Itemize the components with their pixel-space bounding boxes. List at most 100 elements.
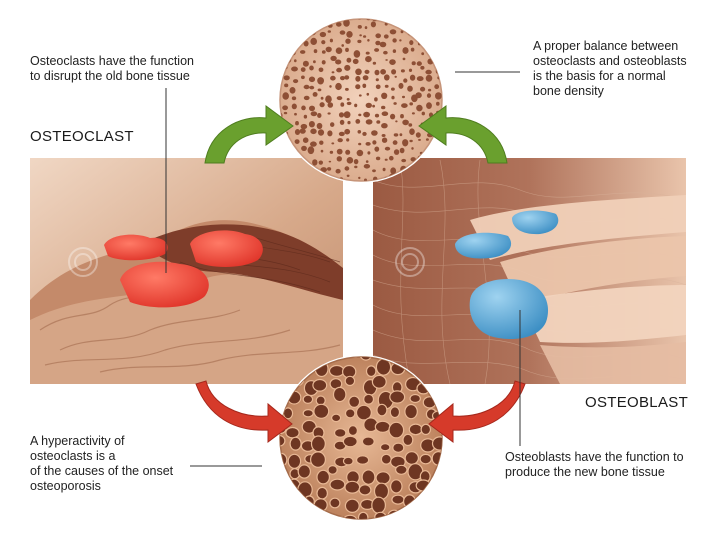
- bone-pore: [436, 148, 442, 153]
- bone-pore: [269, 469, 279, 480]
- bone-pore: [321, 60, 326, 65]
- bone-pore: [431, 436, 442, 451]
- bone-pore: [389, 29, 397, 35]
- osteoclast-heading: OSTEOCLAST: [30, 128, 134, 145]
- bone-pore: [422, 512, 439, 519]
- bone-pore: [356, 149, 364, 157]
- red-arrow-left: [195, 380, 293, 443]
- bone-pore: [358, 113, 362, 117]
- bone-pore: [352, 58, 359, 65]
- bone-pore: [357, 39, 362, 44]
- bone-pore: [416, 61, 422, 66]
- bone-pore: [294, 12, 299, 18]
- normal-bone-density-circle: [272, 12, 444, 183]
- bone-pore: [389, 390, 406, 404]
- bone-pore: [372, 169, 376, 173]
- bone-pore: [303, 95, 310, 101]
- bone-pore: [280, 32, 281, 37]
- bone-pore: [335, 47, 343, 54]
- bone-pore: [401, 158, 407, 163]
- bone-pore: [327, 465, 338, 475]
- bone-pore: [389, 59, 396, 65]
- bone-pore: [418, 138, 421, 141]
- bone-pore: [420, 12, 424, 16]
- bone-pore: [367, 151, 371, 155]
- bone-pore: [336, 148, 343, 155]
- bone-pore: [287, 453, 302, 469]
- bone-pore: [355, 75, 361, 82]
- bone-pore: [420, 65, 425, 70]
- bone-pore: [295, 121, 299, 126]
- bone-pore: [285, 426, 300, 439]
- bone-pore: [354, 165, 358, 169]
- bone-pore: [390, 113, 396, 120]
- bone-pore: [381, 134, 386, 137]
- bone-pore: [319, 31, 327, 38]
- bone-pore: [381, 111, 389, 116]
- bone-pore: [381, 137, 388, 143]
- bone-pore: [376, 120, 381, 124]
- bone-pore: [330, 122, 335, 127]
- bone-pore: [294, 19, 301, 27]
- bone-pore: [327, 112, 331, 115]
- bone-pore: [302, 409, 314, 418]
- bone-pore: [380, 69, 386, 75]
- bone-pore: [327, 167, 332, 171]
- bone-pore: [280, 145, 283, 152]
- bone-pore: [273, 51, 278, 55]
- bone-pore: [393, 133, 399, 137]
- bone-pore: [384, 158, 388, 161]
- bone-pore: [331, 71, 335, 74]
- bone-pore: [372, 104, 375, 108]
- bone-pore: [338, 112, 345, 118]
- bone-pore: [384, 74, 390, 81]
- bone-pore: [389, 479, 403, 494]
- bone-pore: [283, 111, 288, 115]
- bone-pore: [436, 101, 440, 106]
- bone-pore: [302, 137, 309, 143]
- bone-pore: [313, 60, 316, 64]
- bone-pore: [435, 92, 442, 100]
- bone-pore: [426, 93, 432, 98]
- bone-pore: [340, 76, 345, 81]
- osteoblast-heading: OSTEOBLAST: [585, 394, 689, 411]
- bone-pore: [375, 471, 391, 485]
- bone-pore: [425, 138, 429, 141]
- bone-pore: [308, 121, 315, 128]
- bone-pore: [402, 433, 414, 447]
- bone-pore: [420, 86, 426, 92]
- bone-pore: [272, 59, 278, 66]
- bone-pore: [374, 69, 380, 76]
- bone-pore: [408, 123, 413, 127]
- bone-pore: [438, 502, 442, 512]
- osteoblast-function-caption: Osteoblasts have the function to produce…: [505, 450, 684, 479]
- bone-pore: [367, 39, 370, 42]
- bone-pore: [393, 102, 397, 105]
- bone-pore: [365, 160, 369, 163]
- bone-pore: [428, 88, 432, 92]
- bone-pore: [371, 496, 387, 514]
- bone-pore: [293, 31, 297, 34]
- bone-pore: [358, 176, 361, 180]
- bone-pore: [363, 111, 370, 118]
- bone-pore: [346, 138, 350, 142]
- bone-pore: [371, 130, 378, 136]
- bone-pore: [346, 98, 350, 101]
- bone-pore: [363, 393, 375, 405]
- bone-pore: [291, 96, 297, 101]
- bone-pore: [272, 96, 278, 101]
- bone-pore: [409, 128, 415, 135]
- bone-pore: [394, 464, 408, 475]
- bone-pore: [345, 47, 349, 53]
- bone-pore: [438, 32, 442, 38]
- bone-pore: [301, 145, 307, 151]
- bone-pore: [313, 49, 318, 54]
- bone-pore: [388, 421, 405, 439]
- bone-pore: [371, 374, 387, 389]
- bone-pore: [392, 49, 397, 53]
- bone-pore: [297, 513, 314, 519]
- bone-pore: [310, 111, 318, 117]
- bone-pore: [312, 378, 328, 392]
- bone-pore: [381, 123, 388, 129]
- bone-pore: [361, 436, 375, 447]
